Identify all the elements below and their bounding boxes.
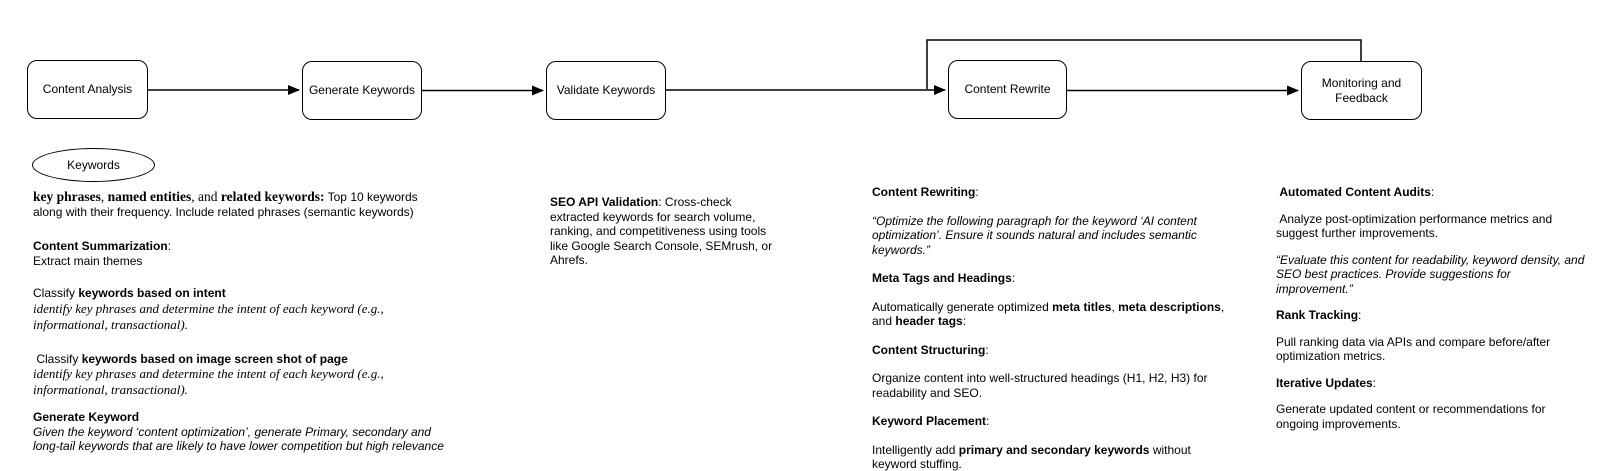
paragraph: Rank Tracking: xyxy=(1276,308,1603,323)
text-segment: Meta Tags and Headings xyxy=(872,271,1012,285)
text-segment: : xyxy=(1011,271,1016,285)
text-segment: Analyze post-optimization performance me… xyxy=(1276,211,1553,241)
text-segment: : xyxy=(986,414,990,428)
paragraph: Classify keywords based on image screen … xyxy=(33,352,495,399)
text-segment: Pull ranking data via APIs and compare b… xyxy=(1276,334,1551,364)
text-segment: meta titles xyxy=(1052,299,1112,314)
text-segment: Automatically generate optimized xyxy=(872,299,1053,314)
text-segment: Top 10 keywords along with their frequen… xyxy=(33,190,418,219)
text-segment: Organize content into well-structured he… xyxy=(872,371,1208,400)
text-segment: primary and secondary keywords xyxy=(958,442,1150,457)
text-segment: , and xyxy=(191,189,221,204)
text-segment: Content Summarization xyxy=(33,239,168,253)
text-segment: “Optimize the following paragraph for th… xyxy=(872,213,1197,257)
text-segment: Generate Keyword xyxy=(33,410,140,424)
paragraph: Intelligently add primary and secondary … xyxy=(872,443,1244,471)
text-segment: Generate updated content or recommendati… xyxy=(1276,402,1546,431)
text-segment: Given the keyword ‘content optimization’… xyxy=(33,424,444,454)
notes-column-validate-keywords: SEO API Validation: Cross-check extracte… xyxy=(550,195,812,282)
paragraph: Keyword Placement: xyxy=(872,414,1244,429)
paragraph: Content Structuring: xyxy=(872,343,1244,358)
node-content-rewrite: Content Rewrite xyxy=(948,60,1067,119)
text-segment: : xyxy=(985,342,989,357)
text-segment: Iterative Updates xyxy=(1276,375,1373,390)
paragraph: Content Rewriting: xyxy=(872,185,1244,200)
text-segment: , xyxy=(1111,299,1119,314)
text-segment: keywords based on intent xyxy=(78,286,226,300)
text-segment: Rank Tracking xyxy=(1276,308,1359,322)
node-monitoring-feedback: Monitoring and Feedback xyxy=(1301,61,1422,120)
text-segment: Content Structuring xyxy=(872,342,986,357)
paragraph: Automated Content Audits: xyxy=(1276,185,1603,200)
text-segment: : xyxy=(1430,185,1435,199)
paragraph: SEO API Validation: Cross-check extracte… xyxy=(550,195,812,268)
text-segment: , and xyxy=(872,299,1225,329)
text-segment: identify key phrases and determine the i… xyxy=(33,366,384,397)
paragraph: Automatically generate optimized meta ti… xyxy=(872,300,1244,329)
text-segment: keywords based on image screen shot of p… xyxy=(81,351,348,366)
text-segment: : xyxy=(1358,308,1362,322)
text-segment: : xyxy=(975,185,979,199)
paragraph: Analyze post-optimization performance me… xyxy=(1276,212,1603,241)
node-generate-keywords: Generate Keywords xyxy=(302,61,422,120)
text-segment: “Evaluate this content for readability, … xyxy=(1276,252,1585,296)
paragraph: Pull ranking data via APIs and compare b… xyxy=(1276,335,1603,364)
text-segment: : Extract main themes xyxy=(33,239,172,268)
text-segment: : xyxy=(1372,375,1377,390)
paragraph: “Optimize the following paragraph for th… xyxy=(872,214,1244,258)
text-segment: , xyxy=(100,189,108,204)
text-segment: Content Rewriting xyxy=(872,185,976,199)
text-segment: Keyword Placement xyxy=(872,414,987,428)
text-segment: header tags xyxy=(895,314,963,328)
notes-column-content-rewrite: Content Rewriting: “Optimize the followin… xyxy=(872,185,1244,471)
paragraph: Classify keywords based on intent identi… xyxy=(33,286,495,333)
paragraph: Generate Keyword Given the keyword ‘cont… xyxy=(33,410,495,454)
text-segment: without keyword stuffing. xyxy=(872,442,1191,471)
text-segment: related keywords: xyxy=(220,189,325,204)
paragraph: Generate updated content or recommendati… xyxy=(1276,402,1603,431)
paragraph: key phrases, named entities, and related… xyxy=(33,189,495,219)
text-segment: : xyxy=(962,314,967,328)
text-segment: key phrases xyxy=(33,189,101,204)
node-content-analysis: Content Analysis xyxy=(27,60,148,119)
text-segment: SEO API Validation xyxy=(550,195,659,209)
notes-column-content-analysis: key phrases, named entities, and related… xyxy=(33,189,495,468)
notes-column-monitoring-feedback: Automated Content Audits: Analyze post-o… xyxy=(1276,185,1603,443)
text-segment: : Cross-check extracted keywords for sea… xyxy=(550,195,773,267)
text-segment: Classify xyxy=(33,286,79,300)
text-segment: Intelligently add xyxy=(872,442,959,457)
keywords-ellipse: Keywords xyxy=(32,148,155,182)
text-segment: Automated Content Audits xyxy=(1279,185,1431,199)
paragraph: Iterative Updates: xyxy=(1276,376,1603,391)
paragraph: Meta Tags and Headings: xyxy=(872,271,1244,286)
text-segment: meta descriptions xyxy=(1118,299,1221,314)
text-segment: Classify xyxy=(33,351,82,366)
keywords-ellipse-label: Keywords xyxy=(67,158,120,172)
paragraph: Content Summarization: Extract main them… xyxy=(33,239,495,268)
node-validate-keywords: Validate Keywords xyxy=(546,61,666,120)
paragraph: “Evaluate this content for readability, … xyxy=(1276,253,1603,297)
text-segment: named entities xyxy=(107,189,192,204)
paragraph: Organize content into well-structured he… xyxy=(872,371,1244,400)
text-segment: identify key phrases and determine the i… xyxy=(33,300,384,332)
